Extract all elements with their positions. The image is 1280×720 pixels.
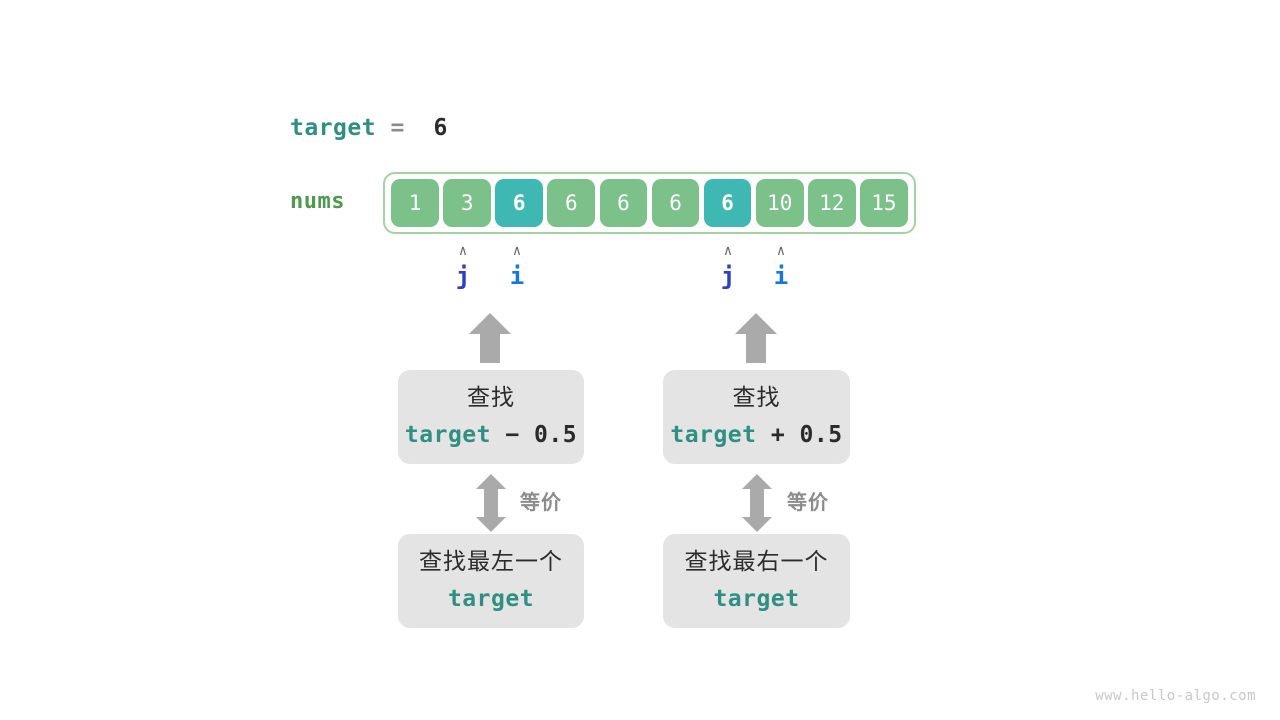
target-value: 6	[433, 115, 448, 141]
arrow-double-icon-left	[476, 474, 506, 532]
pointer-j-left: ∧ j	[443, 244, 483, 290]
search-box-expression: target + 0.5	[670, 418, 842, 452]
target-declaration: target = 6	[290, 112, 448, 144]
search-box-target-plus: 查找 target + 0.5	[663, 370, 850, 464]
expression-variable: target	[670, 422, 757, 448]
arrow-double-icon-right	[742, 474, 772, 532]
array-cell: 10	[755, 179, 804, 227]
search-box-leftmost-target: 查找最左一个 target	[398, 534, 584, 628]
search-box-caption: 查找	[467, 385, 515, 411]
array-cell: 6	[599, 179, 648, 227]
equals-sign: =	[390, 115, 405, 141]
nums-array: 1 3 6 6 6 6 6 10 12 15	[383, 172, 916, 234]
array-cell: 6	[651, 179, 700, 227]
search-box-target-minus: 查找 target − 0.5	[398, 370, 584, 464]
array-cell: 3	[443, 179, 491, 227]
arrow-up-icon-left	[469, 313, 511, 363]
equivalence-label-right: 等价	[787, 490, 829, 514]
search-box-rightmost-target: 查找最右一个 target	[663, 534, 850, 628]
array-cell: 6	[547, 179, 596, 227]
array-cell-highlighted: 6	[495, 179, 544, 227]
target-variable-name: target	[290, 115, 377, 141]
search-box-expression: target − 0.5	[405, 418, 577, 452]
expression-operand: + 0.5	[756, 422, 843, 448]
pointer-label-j: j	[455, 262, 471, 290]
arrow-up-icon-right	[735, 313, 777, 363]
search-box-expression: target	[447, 586, 535, 612]
pointer-label-i: i	[509, 262, 525, 290]
watermark: www.hello-algo.com	[1095, 688, 1256, 704]
search-box-caption: 查找最右一个	[684, 549, 829, 575]
expression-operand: − 0.5	[491, 422, 578, 448]
pointer-i-right: ∧ i	[761, 244, 801, 290]
pointer-i-left: ∧ i	[497, 244, 537, 290]
array-cell: 15	[860, 179, 908, 227]
array-cell-highlighted: 6	[703, 179, 752, 227]
search-box-expression: target	[713, 586, 800, 612]
array-label: nums	[290, 189, 345, 214]
caret-icon: ∧	[723, 243, 733, 259]
pointer-j-right: ∧ j	[708, 244, 748, 290]
caret-icon: ∧	[512, 243, 522, 259]
search-box-caption: 查找最左一个	[419, 549, 563, 575]
array-cell: 1	[391, 179, 439, 227]
array-cell: 12	[807, 179, 856, 227]
search-box-caption: 查找	[732, 385, 781, 411]
pointer-label-j: j	[720, 262, 736, 290]
pointer-label-i: i	[773, 262, 789, 290]
equivalence-label-left: 等价	[520, 490, 562, 514]
expression-variable: target	[404, 422, 491, 448]
caret-icon: ∧	[458, 243, 468, 259]
caret-icon: ∧	[776, 243, 786, 259]
